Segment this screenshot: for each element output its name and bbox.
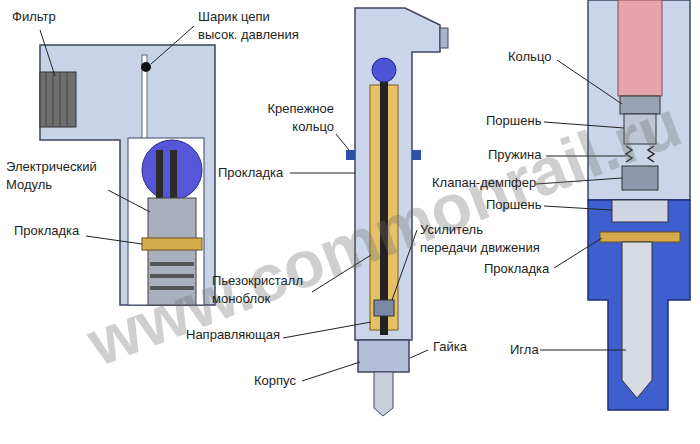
part-label: Клапан-демпфер	[432, 174, 536, 192]
needle	[622, 242, 652, 398]
part-label: Прокладка	[14, 222, 79, 240]
part-label: Фильтр	[12, 8, 56, 26]
part-label: Игла	[510, 341, 539, 359]
part-label: Шарик цепи высок. давления	[198, 8, 308, 43]
part-label: Поршень	[486, 112, 541, 130]
part-label: Направляющая	[186, 326, 280, 344]
part-label: Пьезокристалл моноблок	[212, 272, 312, 307]
part-label: Корпус	[254, 372, 296, 390]
part-label: Крепежное кольцо	[258, 100, 334, 135]
pin	[170, 150, 177, 198]
gasket	[600, 232, 680, 242]
piezo-end	[618, 0, 662, 96]
nozzle	[374, 372, 393, 416]
filter-ribs	[46, 72, 67, 127]
part-label: Усилитель передачи движения	[420, 221, 542, 256]
part-label: Кольцо	[508, 48, 551, 66]
connector	[440, 28, 448, 48]
filter	[40, 72, 76, 127]
part-label: Электрический Модуль	[6, 158, 106, 193]
part-label: Поршень	[486, 196, 541, 214]
amplifier	[374, 300, 394, 316]
module-ball	[372, 58, 396, 82]
nozzle-holder	[588, 200, 690, 410]
injector-body	[355, 8, 440, 340]
module-head	[142, 140, 202, 200]
mounting-ring	[412, 150, 421, 160]
mounting-ring	[346, 150, 355, 160]
part-label: Гайка	[433, 338, 467, 356]
part-label: Прокладка	[218, 164, 283, 182]
part-label: Прокладка	[484, 260, 549, 278]
gasket	[142, 238, 202, 250]
part-label: Пружина	[488, 146, 541, 164]
check-ball	[141, 62, 151, 72]
piston	[612, 200, 668, 222]
nut	[358, 340, 409, 372]
pin	[156, 150, 163, 198]
